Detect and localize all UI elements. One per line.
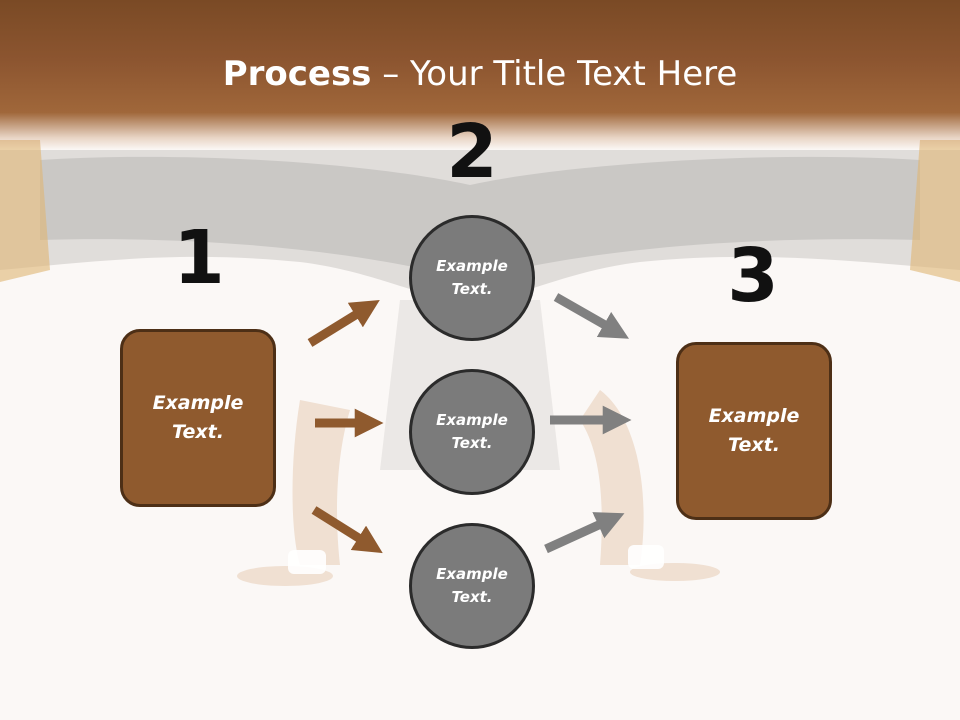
arrow-top-to-right: [553, 293, 630, 339]
circle-top: Example Text.: [409, 215, 535, 341]
circle-top-text: Example Text.: [436, 257, 508, 298]
title-bold: Process: [222, 54, 372, 94]
slide-title: Process – Your Title Text Here: [0, 52, 960, 96]
left-box: Example Text.: [120, 329, 276, 507]
right-box: Example Text.: [676, 342, 832, 520]
circle-middle: Example Text.: [409, 369, 535, 495]
arrow-left-to-top: [307, 299, 380, 347]
header-band: [0, 0, 960, 150]
step-number-1: 1: [173, 215, 225, 301]
right-box-text: Example Text.: [708, 405, 800, 456]
circle-middle-text: Example Text.: [436, 411, 508, 452]
step-number-3: 3: [727, 233, 779, 319]
arrow-left-to-bottom: [311, 506, 383, 554]
step-number-2: 2: [446, 109, 498, 195]
circle-bottom: Example Text.: [409, 523, 535, 649]
circle-bottom-text: Example Text.: [436, 565, 508, 606]
left-box-text: Example Text.: [152, 392, 244, 443]
arrow-bottom-to-right: [544, 512, 625, 554]
title-rest: – Your Title Text Here: [371, 54, 738, 94]
